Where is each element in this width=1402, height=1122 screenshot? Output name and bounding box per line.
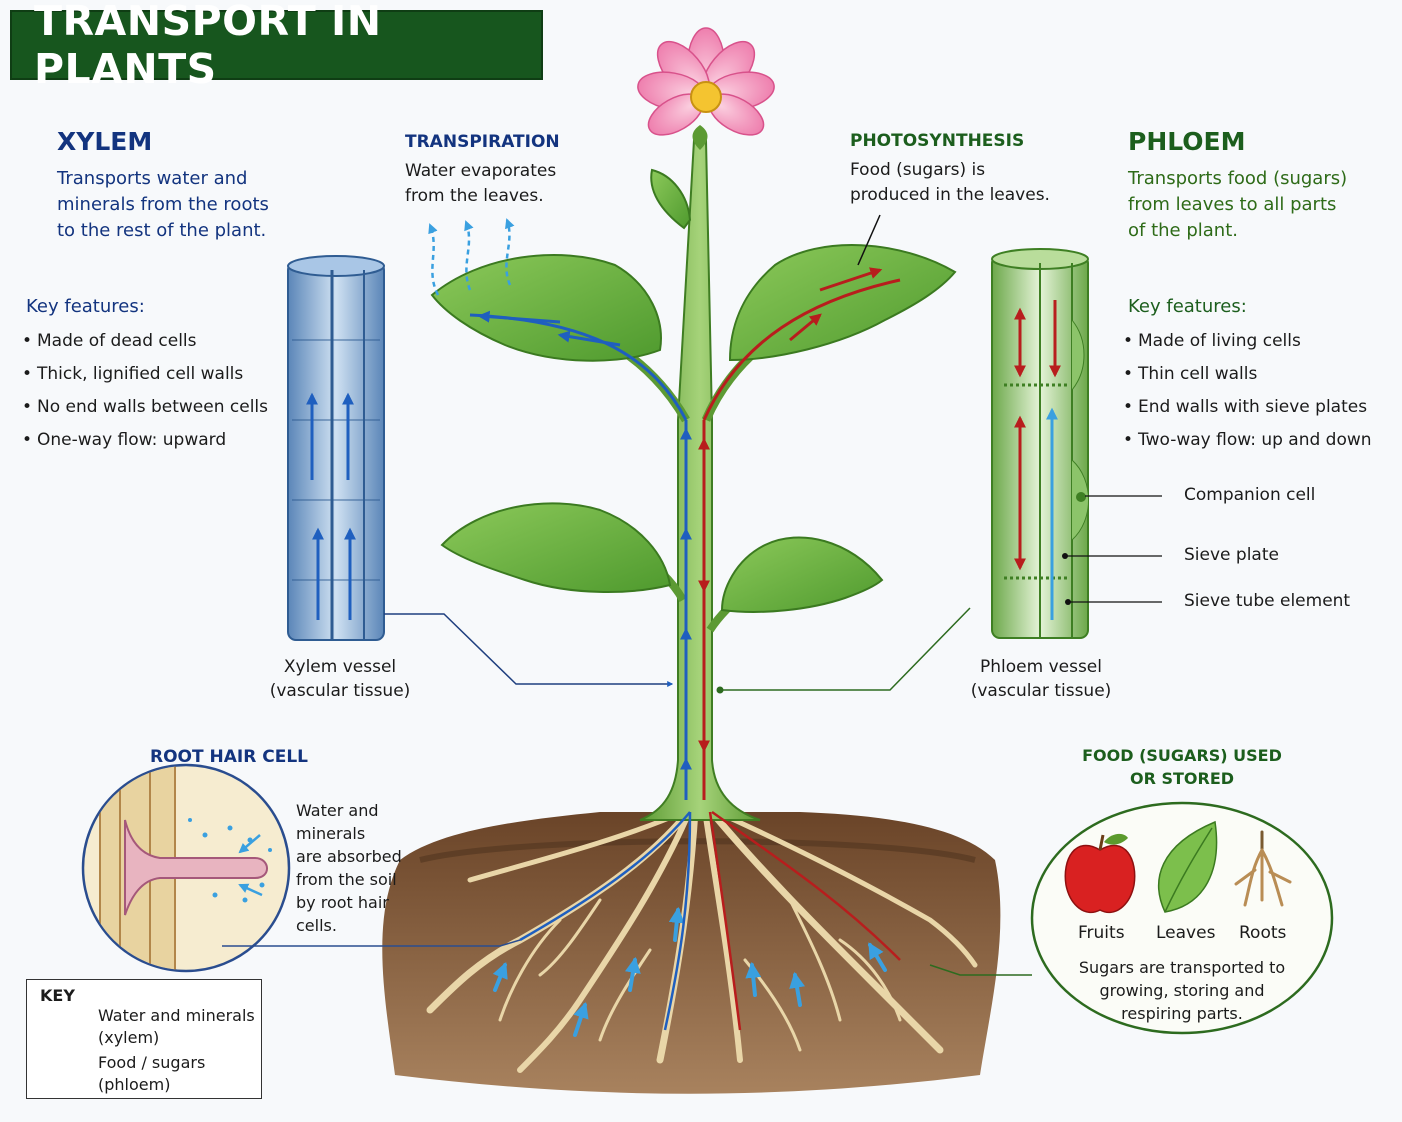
apple-icon: [1064, 833, 1136, 914]
food-use-circle: [1030, 801, 1334, 1035]
sieve-plate-label: Sieve plate: [1184, 545, 1279, 565]
key-entry-xylem: Water and minerals (xylem): [98, 1006, 255, 1047]
leaves: [430, 168, 957, 613]
list-item: Thin cell walls: [1123, 358, 1372, 391]
phloem-vessel-connector: [720, 607, 971, 691]
list-item: Two-way flow: up and down: [1123, 424, 1372, 457]
xylem-flow-lines: [469, 310, 692, 1031]
leaf-icon: [1158, 820, 1218, 913]
legend-key: [26, 979, 262, 1099]
phloem-label-lines: [1065, 495, 1162, 603]
phloem-heading: PHLOEM: [1128, 127, 1246, 156]
phloem-vessel-caption: Phloem vessel (vascular tissue): [970, 657, 1112, 701]
photosynthesis-text: Food (sugars) is produced in the leaves.: [850, 160, 1050, 205]
roots-label: Roots: [1239, 923, 1287, 943]
root-hair-heading: ROOT HAIR CELL: [150, 747, 308, 767]
phloem-features-title: Key features:: [1128, 296, 1247, 317]
food-use-text: Sugars are transported to growing, stori…: [1078, 958, 1286, 1023]
transpiration-text: Water evaporates from the leaves.: [405, 161, 557, 206]
phloem-description: Transports food (sugars) from leaves to …: [1128, 168, 1348, 241]
soil: [382, 812, 1001, 1094]
key-entry-phloem: Food / sugars (phloem): [98, 1053, 206, 1094]
transpiration-arrows: [428, 218, 515, 296]
companion-cell-label: Companion cell: [1184, 485, 1316, 505]
xylem-vessel-connector: [384, 613, 674, 687]
list-item: End walls with sieve plates: [1123, 391, 1372, 424]
xylem-description: Transports water and minerals from the r…: [57, 168, 269, 241]
list-item: Thick, lignified cell walls: [22, 358, 268, 391]
root-water-arrows: [492, 906, 887, 1037]
root-hair-cell-detail: [81, 763, 291, 973]
photosynthesis-heading: PHOTOSYNTHESIS: [850, 131, 1025, 151]
root-hair-connector: [222, 939, 521, 947]
xylem-vessel: [287, 255, 385, 641]
xylem-features-title: Key features:: [26, 296, 145, 317]
list-item: One-way flow: upward: [22, 424, 268, 457]
phloem-flow-lines: [698, 267, 901, 1031]
phloem-features-list: Made of living cells Thin cell walls End…: [1123, 325, 1372, 457]
xylem-vessel-caption: Xylem vessel (vascular tissue): [269, 657, 411, 701]
transpiration-heading: TRANSPIRATION: [405, 132, 560, 152]
key-title: KEY: [40, 986, 75, 1005]
sieve-tube-element-label: Sieve tube element: [1184, 591, 1351, 611]
page-title: TRANSPORT IN PLANTS: [34, 0, 382, 93]
list-item: Made of dead cells: [22, 325, 268, 358]
root-icon: [1234, 830, 1292, 907]
xylem-features-list: Made of dead cells Thick, lignified cell…: [22, 325, 268, 457]
title-banner: TRANSPORT IN PLANTS: [10, 0, 543, 93]
food-use-heading: FOOD (SUGARS) USED OR STORED: [1082, 746, 1282, 788]
flower: [637, 27, 775, 150]
food-use-connector: [929, 964, 1032, 976]
root-hair-text: Water and minerals are absorbed from the…: [296, 801, 402, 935]
stem: [459, 139, 922, 821]
list-item: Made of living cells: [1123, 325, 1372, 358]
leaves-label: Leaves: [1156, 923, 1216, 943]
xylem-heading: XYLEM: [57, 127, 153, 156]
fruits-label: Fruits: [1078, 923, 1125, 943]
phloem-vessel: [991, 248, 1089, 639]
photosynthesis-pointer: [857, 214, 881, 266]
list-item: No end walls between cells: [22, 391, 268, 424]
